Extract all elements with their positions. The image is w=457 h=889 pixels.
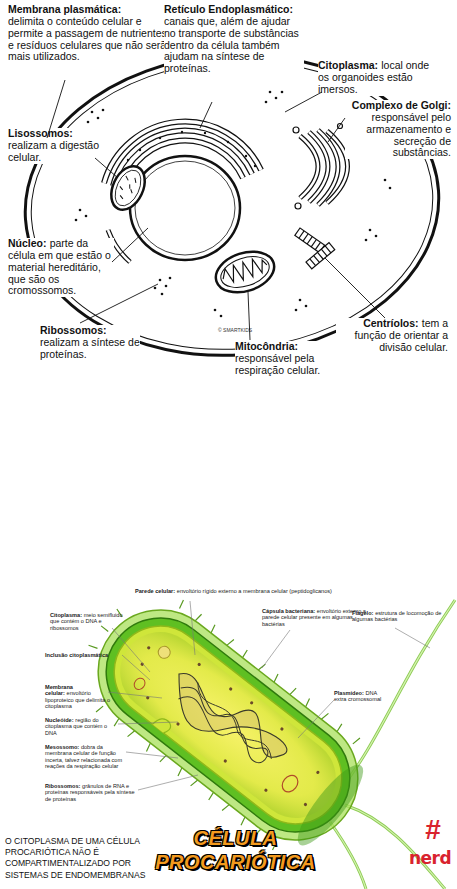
- part-name: Parede celular:: [135, 588, 175, 594]
- label-block: #: [418, 816, 448, 844]
- part-name: Flagelo:: [352, 610, 373, 616]
- watermark: © SMARTKIDS: [218, 328, 278, 333]
- label-block: Inclusão citoplasmática: [45, 652, 125, 658]
- label-block: Parede celular:envoltório rígido externo…: [135, 588, 335, 594]
- label-block: Centríolos:tem a função de orientar a di…: [336, 318, 448, 354]
- part-name: Lisossomos:: [8, 128, 100, 140]
- part-name: Citoplasma:: [50, 612, 82, 618]
- logo-text: nerd: [405, 850, 455, 867]
- part-description: envoltório rígido externo a membrana cel…: [177, 588, 332, 594]
- nucleoid: [159, 661, 294, 782]
- cytoplasm: [104, 616, 352, 834]
- label-block: Citoplasma:meio semifluido que contém o …: [50, 612, 125, 631]
- part-name: Nucleóide:: [45, 717, 74, 723]
- part-name: Ribossomos:: [40, 325, 140, 337]
- part-description: realizam a síntese de proteínas.: [40, 337, 140, 361]
- part-name: Retículo Endoplasmático:: [164, 4, 304, 16]
- note-text: O CITOPLASMA DE UMA CÉLULA PROCARIÓTICA …: [5, 836, 150, 881]
- part-name: Inclusão citoplasmática: [45, 652, 125, 658]
- part-description: canais que, além de ajudar no transporte…: [164, 16, 304, 75]
- label-block: Retículo Endoplasmático:canais que, além…: [164, 4, 304, 75]
- label-block: © SMARTKIDS: [218, 328, 278, 333]
- part-name: Plasmídeo:: [334, 690, 364, 696]
- cell-wall: [84, 596, 371, 853]
- label-block: nerd: [405, 850, 455, 867]
- nucleus: [130, 156, 240, 260]
- part-name: Centríolos:: [363, 317, 418, 329]
- centrioles: [295, 228, 335, 269]
- inclusion: [156, 644, 173, 661]
- part-description: delimita o conteúdo celular e permite a …: [8, 16, 173, 63]
- label-block: CÉLULA PROCARIÓTICA: [138, 826, 333, 874]
- label-block: Nucleóide:região do citoplasma que conté…: [45, 717, 120, 736]
- title-text: CÉLULA PROCARIÓTICA: [138, 826, 333, 874]
- ribosomes: [75, 91, 392, 318]
- label-block: Lisossomos:realizam a digestão celular.: [8, 128, 100, 164]
- part-name: Mesossomo:: [45, 744, 79, 750]
- plasmid: [279, 772, 301, 795]
- part-name: Membrana plasmática:: [8, 4, 173, 16]
- part-description: responsável pela respiração celular.: [235, 353, 345, 377]
- mesosome: [152, 715, 173, 735]
- label-block: Ribossomos:realizam a síntese de proteín…: [40, 325, 140, 361]
- lysosome: [105, 161, 152, 215]
- bacterial-ribosomes: [121, 630, 337, 819]
- part-name: Núcleo:: [8, 237, 47, 249]
- part-name: Cápsula bacteriana:: [262, 608, 315, 614]
- part-name: Mitocôndria:: [235, 341, 345, 353]
- part-name: Citoplasma:: [318, 59, 378, 71]
- mitochondrion: [211, 245, 280, 300]
- label-block: O CITOPLASMA DE UMA CÉLULA PROCARIÓTICA …: [5, 836, 150, 881]
- label-block: Membrana plasmática:delimita o conteúdo …: [8, 4, 173, 63]
- part-description: realizam a digestão celular.: [8, 140, 100, 164]
- label-block: Flagelo:estrutura de locomoção de alguma…: [352, 610, 455, 623]
- label-block: Citoplasma:local onde os organoides estã…: [318, 60, 430, 96]
- capsule: [73, 585, 383, 865]
- part-name: Complexo de Golgi:: [345, 100, 451, 112]
- label-block: Complexo de Golgi:responsável pelo armaz…: [345, 100, 451, 159]
- label-block: Membrana celular:envoltório lipoproteico…: [45, 684, 113, 710]
- label-block: Núcleo:parte da célula em que estão o ma…: [8, 238, 114, 297]
- golgi-apparatus: [293, 124, 348, 210]
- label-block: Ribossomos:grânulos de RNA e proteínas r…: [45, 783, 140, 802]
- logo-text: #: [418, 816, 448, 844]
- animal-cell: [15, 41, 449, 369]
- part-description: responsável pelo armazenamento e secreçã…: [345, 112, 451, 159]
- label-block: Mitocôndria:responsável pela respiração …: [235, 341, 345, 377]
- part-name: Ribossomos:: [45, 783, 80, 789]
- label-block: Mesossomo:dobra da membrana celular de f…: [45, 744, 127, 770]
- label-block: Plasmídeo:DNA extra cromossomal: [334, 690, 389, 703]
- endoplasmic-reticulum: [104, 122, 261, 262]
